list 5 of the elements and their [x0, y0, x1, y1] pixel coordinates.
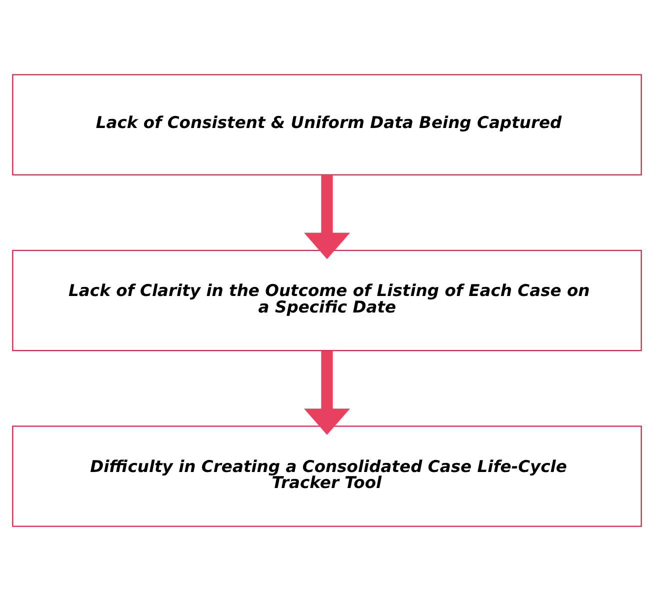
arrow	[304, 174, 350, 259]
node-box: Lack of Consistent & Uniform Data Being Captured	[12, 74, 642, 175]
node-box: Lack of Clarity in the Outcome of Listing of Each Case on a Specific Date	[12, 249, 642, 351]
node-box: Difficulty in Creating a Consolidated Case Life-Cycle Tracker Tool	[12, 425, 642, 526]
arrow	[304, 350, 350, 434]
